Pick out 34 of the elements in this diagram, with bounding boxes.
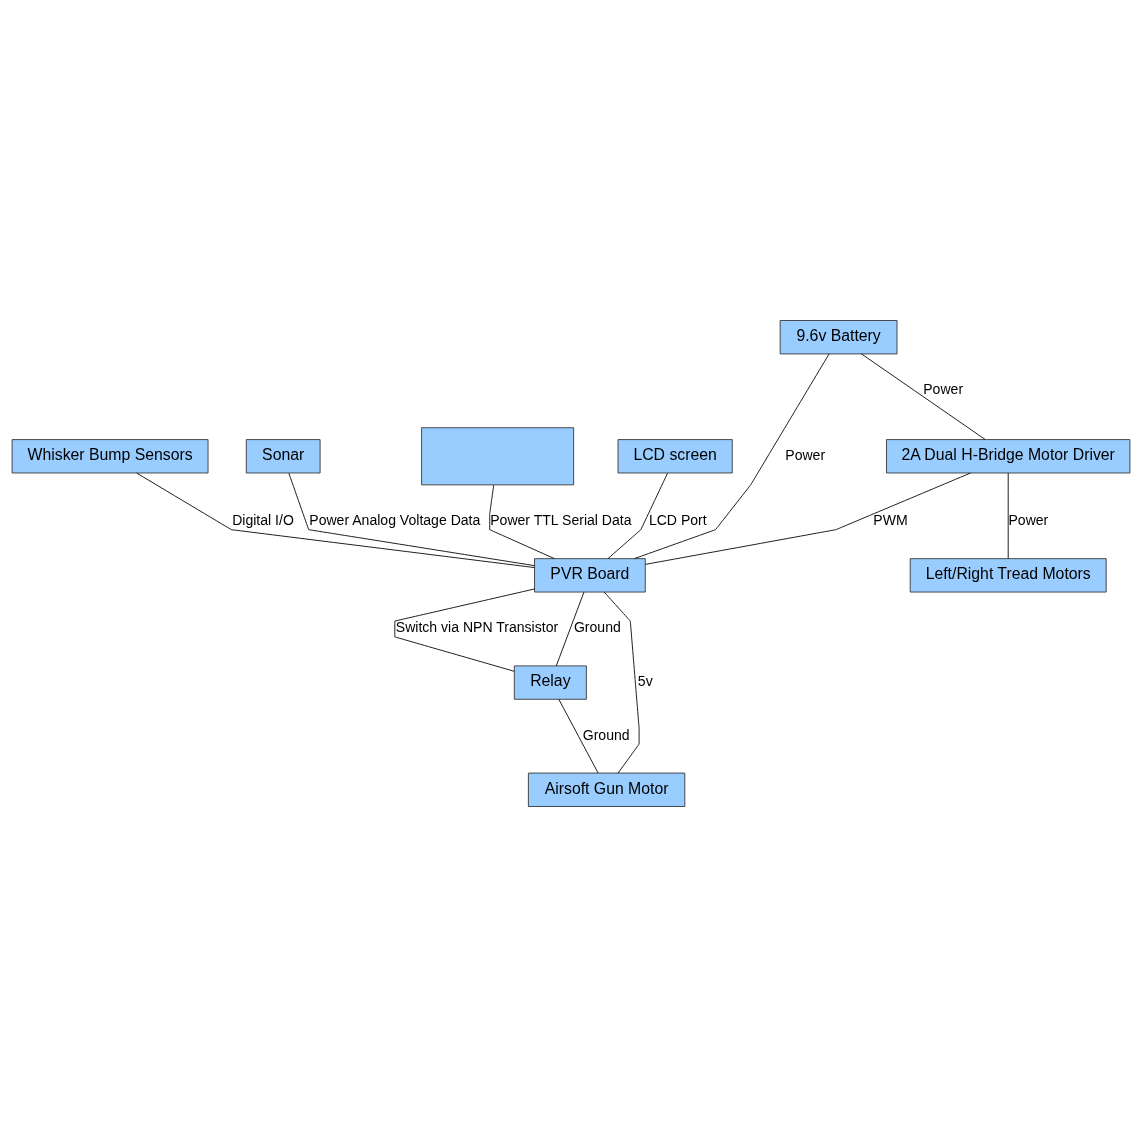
node-box: 9.6v Battery — [779, 320, 898, 355]
connector — [1007, 472, 1009, 559]
node-box: Sonar — [245, 439, 321, 474]
node-box: Whisker Bump Sensors — [11, 439, 209, 474]
edge-label: LCD Port — [648, 512, 707, 529]
edge-label: Ground — [573, 619, 621, 636]
node-box: Left/Right Tread Motors — [909, 558, 1107, 593]
connector — [558, 699, 599, 774]
connector — [644, 472, 971, 565]
edge-label: Ground — [582, 726, 630, 743]
node-box: Relay — [513, 665, 587, 700]
edge-label: Power TTL Serial Data — [490, 512, 632, 529]
connector — [607, 472, 668, 559]
edge-label: PWM — [873, 512, 908, 529]
node-box — [421, 427, 575, 486]
node-box: LCD screen — [617, 439, 733, 474]
connector — [136, 472, 535, 568]
edge-label: 5v — [637, 672, 653, 689]
edge-label: Digital I/O — [232, 512, 294, 529]
edge-label: Power Analog Voltage Data — [309, 512, 481, 529]
edge-label: Power — [1008, 512, 1049, 529]
edge-label: Power — [785, 446, 826, 463]
edge-label: Power — [923, 381, 964, 398]
connector — [603, 591, 640, 774]
connector — [394, 588, 535, 672]
node-box: PVR Board — [534, 558, 646, 593]
connector — [634, 353, 830, 559]
connector — [489, 484, 555, 559]
connector — [861, 353, 986, 440]
node-box: Airsoft Gun Motor — [527, 772, 686, 807]
connector — [288, 472, 535, 567]
node-box: 2A Dual H-Bridge Motor Driver — [886, 439, 1131, 474]
connector — [555, 591, 585, 667]
edge-label: Switch via NPN Transistor — [395, 619, 559, 636]
